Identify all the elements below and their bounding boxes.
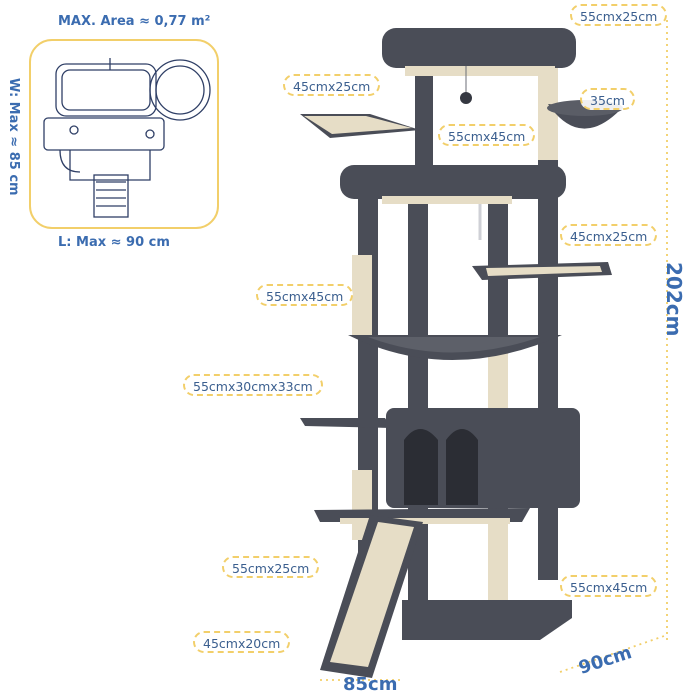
dimension-label: 55cmx25cm: [222, 556, 320, 578]
dimension-label: 55cmx45cm: [256, 284, 354, 306]
width-dimension: 85cm: [343, 674, 398, 695]
dimension-label: 45cmx20cm: [193, 631, 291, 653]
dimension-label: 45cmx25cm: [560, 224, 658, 246]
length-text: L: Max ≈ 90 cm: [58, 235, 170, 250]
dimension-label: 35cm: [580, 88, 635, 110]
width-text: W: Max ≈ 85 cm: [6, 78, 21, 196]
dimension-label: 45cmx25cm: [283, 74, 381, 96]
dimension-label: 55cmx45cm: [438, 124, 536, 146]
dimension-label: 55cmx30cmx33cm: [183, 374, 323, 396]
cat-tree: [300, 28, 623, 678]
area-text: MAX. Area ≈ 0,77 m²: [58, 14, 211, 29]
dimension-label: 55cmx25cm: [570, 4, 668, 26]
height-dimension: 202cm: [662, 262, 686, 337]
dimension-label: 55cmx45cm: [560, 575, 658, 597]
